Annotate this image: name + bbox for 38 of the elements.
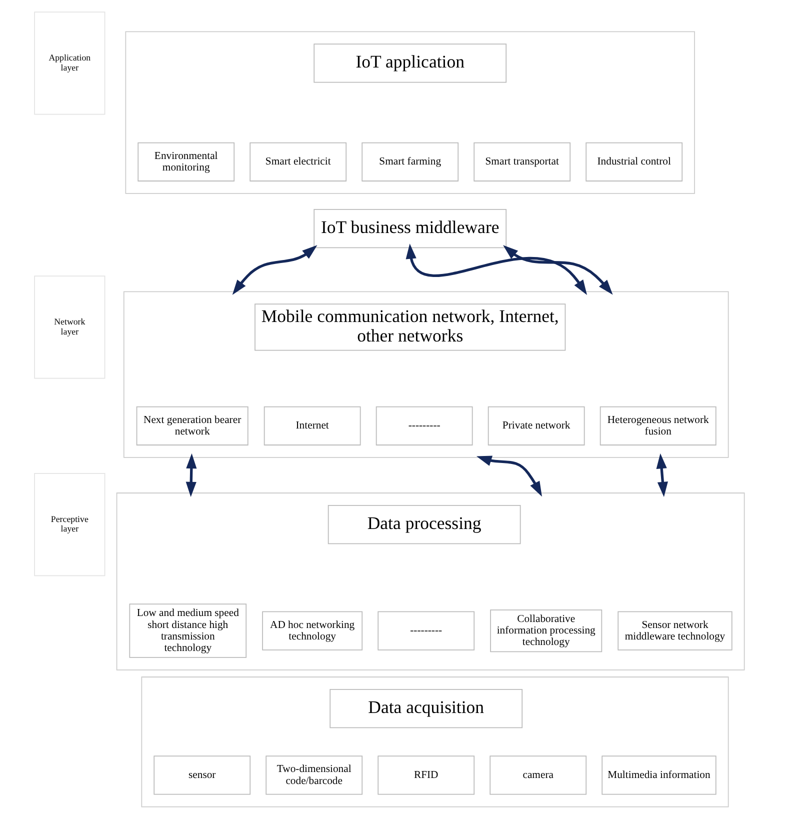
cluster [140, 676, 728, 808]
node-box: Heterogeneous network fusion [599, 406, 716, 446]
node-box: Data processing [327, 505, 520, 544]
node-box: --------- [375, 406, 472, 446]
node-box: IoT business middleware [313, 209, 506, 248]
node-box: Environmental monitoring [137, 142, 234, 182]
node-box: Collaborative information processing technology [490, 609, 602, 652]
node-box: Data acquisition [329, 689, 522, 728]
node-box: Smart farming [361, 142, 458, 182]
node-box: IoT application [313, 44, 506, 83]
node-box: Application layer [34, 12, 105, 115]
node-box: Multimedia information [601, 756, 716, 795]
node-box: Network layer [34, 276, 105, 379]
node-box: camera [489, 756, 586, 795]
arrow [502, 245, 612, 295]
node-box: AD hoc networking technology [262, 611, 362, 650]
node-box: Smart transportat [473, 142, 570, 182]
node-box: Internet [263, 406, 360, 446]
node-box: Sensor network middleware technology [617, 611, 732, 650]
arrow [405, 244, 587, 296]
node-box: Smart electricit [249, 142, 346, 182]
cluster [124, 31, 694, 194]
arrow [656, 453, 668, 498]
arrow [476, 456, 542, 497]
node-box: Private network [487, 406, 584, 446]
arrow [185, 453, 196, 498]
node-box: RFID [377, 756, 474, 795]
node-box: Mobile communication network, Internet, other networks [254, 304, 566, 351]
node-box: Next generation bearer network [136, 406, 248, 446]
arrow [232, 245, 317, 295]
node-box: --------- [377, 611, 474, 650]
node-box: Two-dimensional code/barcode [265, 756, 362, 795]
node-box: Industrial control [585, 142, 682, 182]
cluster [116, 492, 744, 670]
node-box: Low and medium speed short distance high transmission technology [128, 604, 246, 658]
node-box: Perceptive layer [34, 473, 105, 576]
cluster [122, 291, 728, 458]
node-box: sensor [153, 756, 250, 795]
